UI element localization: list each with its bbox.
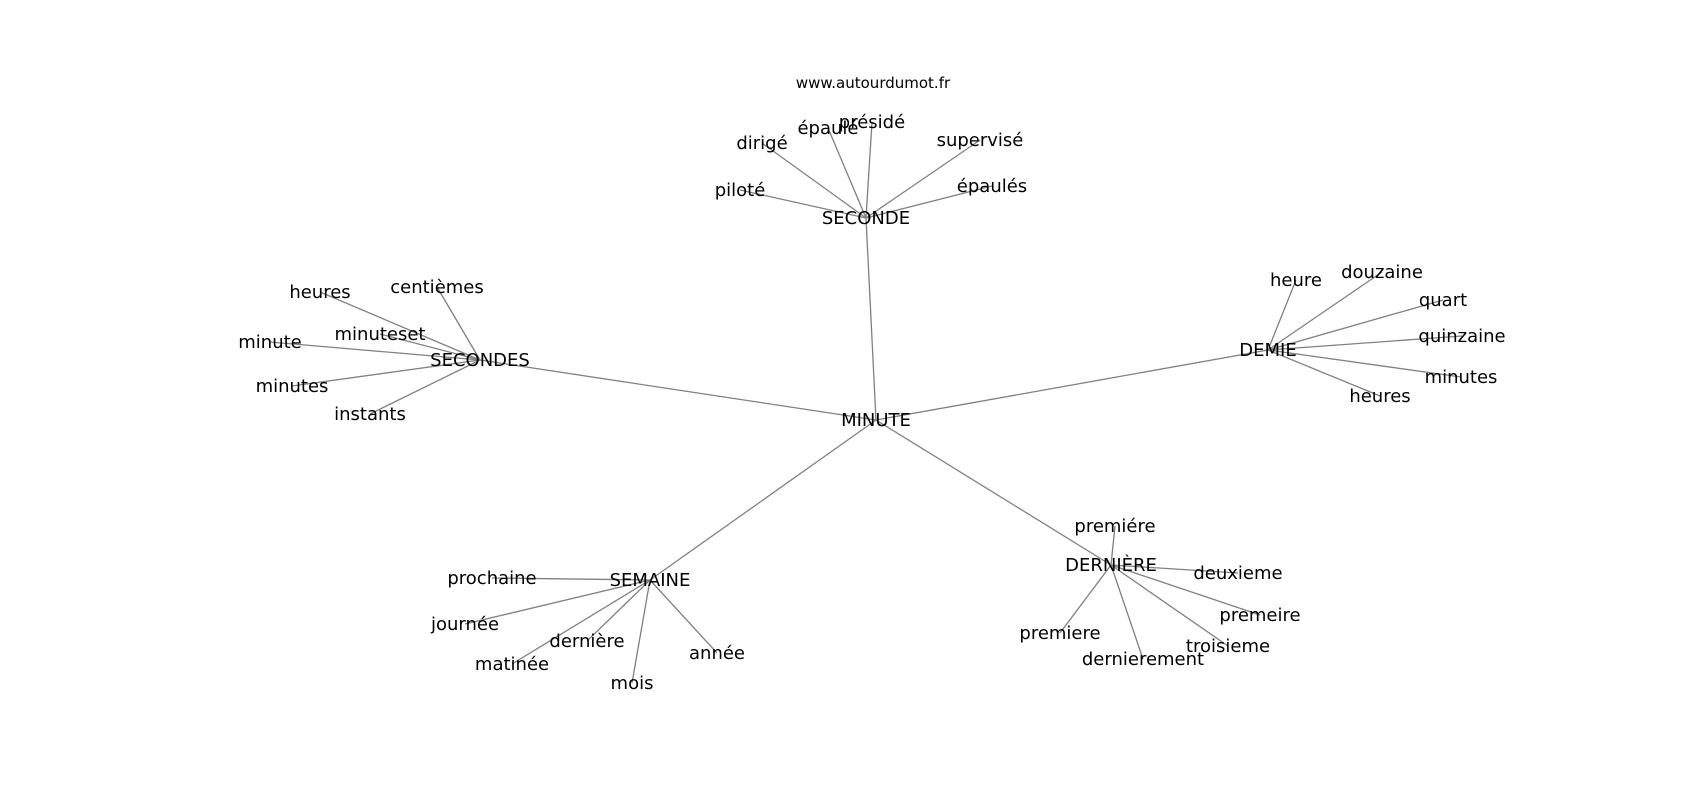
leaf-node-label: piloté [715,180,766,201]
edge-demie-leaf [1267,335,1463,351]
edge-secondes-leaf [269,341,481,361]
edge-derniere-leaf [1110,525,1116,566]
leaf-node-label: premeire [1219,605,1300,626]
edge-semaine-leaf [464,579,651,625]
edge-derniere-leaf [1110,564,1261,616]
edge-seconde-leaf [739,189,867,219]
edge-demie-leaf [1267,271,1383,351]
edge-derniere-leaf [1110,564,1144,660]
edge-secondes-leaf [369,359,481,415]
leaf-node-label: dirigé [736,133,787,154]
leaf-node-label: premiere [1019,623,1100,644]
edge-center-demie [875,349,1269,421]
labels-layer: www.autourdumot.fr MINUTE SECONDE piloté di… [238,74,1505,694]
leaf-node-label: instants [334,404,406,425]
leaf-node-label: troisieme [1186,636,1270,657]
leaf-node-label: centièmes [390,277,484,298]
edge-derniere-leaf [1059,564,1112,634]
leaf-node-label: heures [1349,386,1410,407]
edge-center-semaine [649,419,877,581]
edge-demie-leaf [1267,349,1462,378]
leaf-node-label: heure [1270,270,1322,291]
edge-secondes-leaf [319,291,481,361]
leaf-node-label: premiére [1074,516,1155,537]
edge-derniere-leaf [1110,564,1229,647]
edge-center-derniere [875,419,1112,566]
leaf-node-label: minutes [256,376,329,397]
edge-center-secondes [479,359,877,421]
leaf-node-label: mois [611,673,654,694]
hub-node-label-demie: DEMIE [1239,340,1296,361]
edge-seconde-leaf [865,185,993,219]
edge-semaine-leaf [631,579,651,684]
edge-semaine-leaf [511,579,651,665]
leaf-node-label: épaulé [797,118,858,139]
edge-secondes-leaf [436,286,481,361]
edge-seconde-leaf [865,139,981,219]
leaf-node-label: prochaine [447,568,536,589]
edge-semaine-leaf [649,579,718,654]
leaf-node-label: dernière [549,631,624,652]
center-node-label: MINUTE [841,410,911,431]
edge-seconde-leaf [865,121,873,219]
edge-demie-leaf [1267,299,1444,351]
leaf-node-label: deuxieme [1193,563,1282,584]
edge-center-seconde [865,217,877,421]
edge-secondes-leaf [379,333,481,361]
leaf-node-label: heures [289,282,350,303]
leaf-node-label: quinzaine [1418,326,1505,347]
edge-semaine-leaf [491,577,651,581]
leaf-node-label: quart [1419,290,1467,311]
hub-node-label-derniere: DERNIÈRE [1065,554,1157,576]
leaf-node-label: présidé [839,112,905,133]
hub-node-label-semaine: SEMAINE [610,570,691,591]
edge-derniere-leaf [1110,564,1239,574]
leaf-node-label: dernierement [1082,649,1204,670]
edge-semaine-leaf [586,579,651,642]
edge-demie-leaf [1267,349,1381,397]
edge-seconde-leaf [827,127,867,219]
leaf-node-label: épaulés [957,176,1027,197]
leaf-node-label: année [689,643,745,664]
leaf-node-label: minutes [1425,367,1498,388]
leaf-node-label: matinée [475,654,549,675]
edge-secondes-leaf [291,359,481,387]
leaf-node-label: supervisé [937,130,1024,151]
edge-seconde-leaf [761,142,867,219]
hub-node-label-seconde: SECONDE [822,208,910,229]
leaf-node-label: journée [430,614,499,635]
leaf-node-label: douzaine [1341,262,1423,283]
edge-demie-leaf [1267,279,1297,351]
leaf-node-label: minute [238,332,301,353]
hub-node-label-secondes: SECONDES [430,350,530,371]
site-url-label: www.autourdumot.fr [796,74,951,92]
leaf-node-label: minuteset [335,324,426,345]
edges-layer [269,121,1463,684]
